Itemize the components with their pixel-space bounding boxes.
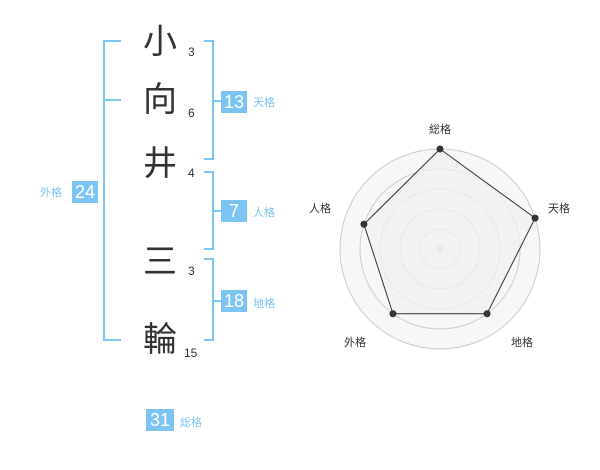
jinkaku-bracket-top	[204, 171, 214, 173]
gaikaku-value: 24	[72, 181, 98, 203]
tenkaku-label: 天格	[253, 96, 275, 109]
radar-ring	[419, 228, 461, 270]
chikaku-bracket-top	[204, 258, 214, 260]
tenkaku-bracket-bottom	[204, 158, 214, 160]
chikaku-connector	[212, 300, 222, 302]
radar-points	[360, 145, 539, 318]
radar-point	[483, 310, 491, 318]
chikaku-value: 18	[221, 290, 247, 312]
radar-axis-label-gaikaku: 外格	[344, 335, 366, 349]
name-char-5: 輪	[143, 320, 177, 360]
chikaku-bracket-bottom	[204, 339, 214, 341]
radar-point	[389, 310, 397, 318]
jinkaku-label: 人格	[253, 206, 275, 219]
jinkaku-connector	[212, 210, 222, 212]
tenkaku-value: 13	[221, 91, 247, 113]
tenkaku-bracket-top	[204, 40, 214, 42]
radar-axis-label-soukaku: 総格	[429, 122, 451, 136]
soukaku-value: 31	[146, 409, 174, 431]
radar-axis-label-chikaku: 地格	[511, 335, 533, 349]
gaikaku-label: 外格	[40, 186, 62, 199]
radar-point	[531, 214, 539, 222]
tenkaku-connector	[212, 100, 222, 102]
stroke-count-1: 3	[188, 45, 195, 59]
stroke-count-4: 3	[188, 264, 195, 278]
radar-ring-outer	[339, 148, 541, 350]
chikaku-label: 地格	[253, 297, 275, 310]
stroke-count-2: 6	[188, 106, 195, 120]
radar-axis-label-jinkaku: 人格	[309, 201, 331, 215]
name-char-4: 三	[143, 242, 177, 282]
radar-polygon	[363, 148, 536, 315]
gaikaku-bracket-top	[103, 40, 121, 42]
radar-ring	[379, 188, 501, 310]
soukaku-label: 総格	[180, 416, 202, 429]
stroke-count-5: 15	[184, 346, 198, 360]
chikaku-bracket	[212, 258, 214, 341]
radar-axis-label-tenkaku: 天格	[548, 201, 570, 215]
jinkaku-bracket-bottom	[204, 248, 214, 250]
gaikaku-bracket-mid	[103, 99, 121, 101]
radar-center	[437, 246, 443, 252]
radar-ring	[399, 208, 481, 290]
radar-point	[360, 220, 368, 228]
radar-ring	[359, 168, 521, 330]
name-char-2: 向	[143, 80, 177, 120]
jinkaku-value: 7	[221, 200, 247, 222]
gaikaku-bracket-bottom	[103, 339, 121, 341]
name-char-3: 井	[143, 144, 177, 184]
radar-grid	[339, 148, 541, 350]
gaikaku-bracket	[103, 40, 105, 341]
radar-point	[436, 145, 444, 153]
name-char-1: 小	[143, 22, 177, 62]
stroke-count-3: 4	[188, 166, 195, 180]
